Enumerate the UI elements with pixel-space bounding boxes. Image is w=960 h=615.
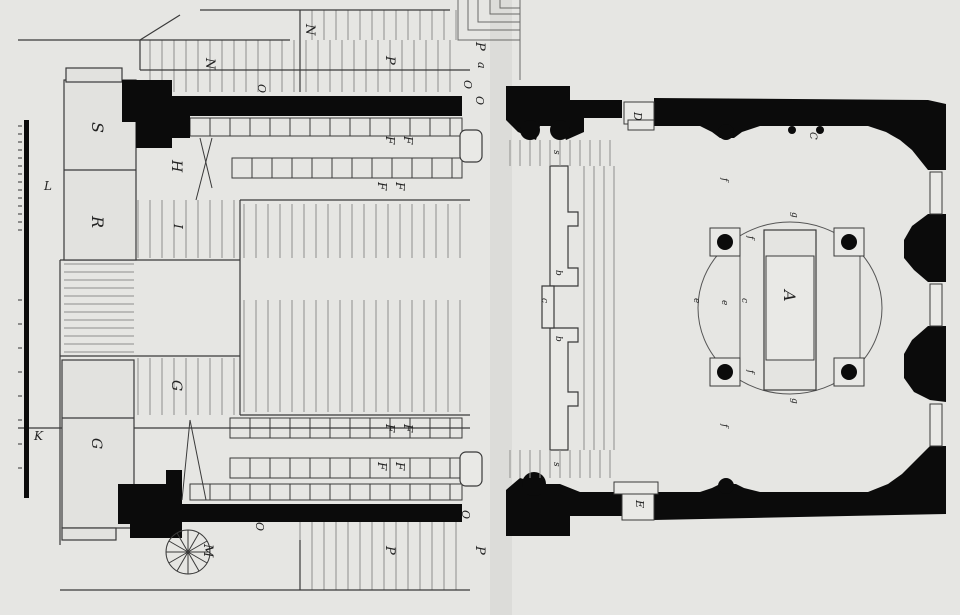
chancel-screens [541, 165, 579, 451]
label-c-1: c [539, 298, 549, 303]
paper-fold-shadow [490, 0, 512, 615]
label-N-mid: N [202, 57, 217, 70]
label-A: A [780, 288, 799, 302]
label-O-5: O [459, 510, 472, 519]
label-c-2: c [739, 298, 749, 303]
label-g-1: g [789, 212, 799, 218]
hatch-line [176, 532, 189, 553]
label-s-1: s [551, 150, 561, 155]
label-F-5: F [383, 423, 397, 433]
hatch-line [176, 551, 189, 572]
doors [613, 101, 659, 521]
label-F-2: F [401, 135, 415, 145]
label-f-2: f [745, 235, 755, 241]
label-b-1: b [553, 270, 563, 276]
label-e-2: e [719, 300, 729, 305]
right-walls [506, 86, 946, 536]
label-s-2: s [551, 462, 561, 467]
label-O-4: O [253, 522, 266, 531]
corridor-row [231, 157, 463, 179]
label-C: C [807, 132, 818, 140]
label-P-top: P [382, 55, 397, 65]
hatch-line [168, 540, 189, 553]
label-N-top: N [302, 23, 317, 36]
label-O-2: O [461, 80, 474, 89]
label-e-1: e [691, 298, 701, 303]
scale-bar [18, 120, 29, 498]
apse-windows [929, 171, 943, 447]
label-F-1: F [383, 135, 397, 145]
hatch-line [187, 551, 208, 564]
label-P-entry-top: P [472, 41, 487, 51]
label-K: K [33, 429, 44, 443]
label-F-7: F [375, 461, 389, 471]
entrance-steps-top [457, 0, 521, 80]
hatch-line [187, 540, 208, 553]
plan-labels: N N P P a O O O O O P P S R H I L K F F … [33, 23, 818, 558]
hatch-line [187, 532, 200, 553]
hatch-line [187, 551, 200, 572]
corridor-caps [459, 129, 483, 487]
stair-diagonals [181, 137, 213, 501]
label-F-4: F [393, 181, 407, 191]
label-G-2: G [88, 438, 104, 449]
hatch-line [168, 551, 189, 564]
spiral-stair-wheel [165, 529, 211, 575]
label-D: D [631, 111, 644, 121]
label-M: M [200, 543, 215, 558]
altar-area [697, 221, 883, 395]
chancel-steps [509, 140, 615, 478]
stair-hatching-top [149, 10, 457, 92]
label-G-1: G [168, 380, 184, 391]
label-f-4: f [719, 423, 729, 429]
label-f-3: f [745, 369, 755, 375]
label-P-bottom-2: P [472, 545, 487, 555]
label-F-6: F [401, 423, 415, 433]
label-L: L [43, 179, 52, 193]
label-R: R [88, 215, 107, 228]
column-bases [709, 227, 865, 387]
label-F-8: F [393, 461, 407, 471]
label-g-2: g [789, 398, 799, 404]
label-O-1: O [255, 84, 268, 93]
label-a: a [475, 62, 488, 69]
label-b-2: b [553, 336, 563, 342]
corridor-row [189, 483, 463, 501]
label-H: H [168, 159, 184, 173]
left-walls [118, 80, 462, 538]
label-F-3: F [375, 181, 389, 191]
label-P-bottom-1: P [382, 545, 397, 555]
label-O-3: O [473, 96, 486, 105]
stair-hatching-middle [64, 200, 461, 415]
label-f-1: f [719, 177, 729, 183]
label-E: E [633, 499, 646, 508]
label-I: I [171, 223, 185, 229]
label-S: S [88, 122, 107, 133]
corridor-row [229, 417, 463, 439]
